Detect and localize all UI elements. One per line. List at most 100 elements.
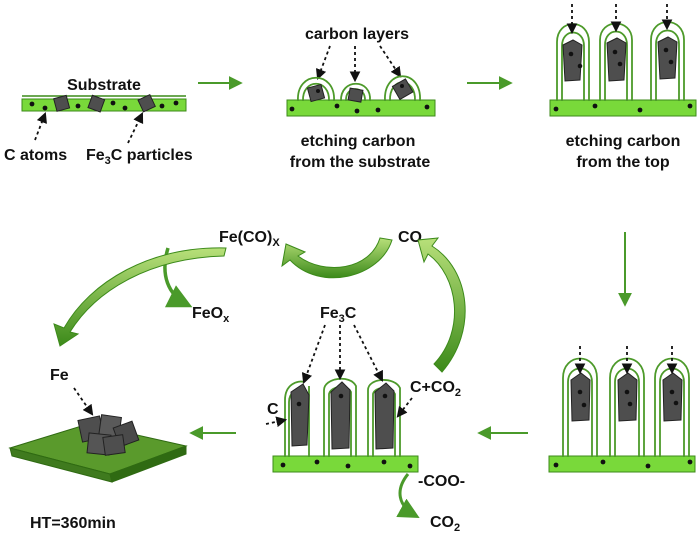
carbon-atom-dot — [668, 59, 674, 65]
substrate-label: Substrate — [67, 77, 141, 94]
carbon-atom-dot — [407, 463, 413, 469]
carbon-atom-dot — [577, 389, 583, 395]
carbon-atom-dot — [173, 100, 179, 106]
carbon-atom-dot — [612, 49, 618, 55]
fe3c-particle — [662, 372, 683, 422]
fe3c-particle — [306, 83, 326, 103]
carbon-atom-dot — [400, 84, 404, 88]
carbon-atom-dot — [316, 89, 320, 93]
panel-substrate: Substrate C atoms Fe3C particles — [4, 77, 193, 167]
fe3c-particle — [290, 383, 310, 447]
carbon-atom-dot — [592, 103, 598, 109]
carbon-layers-label: carbon layers — [305, 26, 409, 43]
carbon-atom-dot — [645, 463, 651, 469]
carbon-fiber-icon — [284, 380, 305, 457]
dotted-arrow-icon — [127, 112, 144, 144]
carbon-layer-dome — [302, 83, 330, 102]
etching-top-line2: from the top — [576, 154, 670, 171]
fe3c-particle — [137, 93, 156, 113]
curved-arrow-icon — [53, 247, 227, 347]
carbon-atom-dot — [381, 459, 387, 465]
curved-arrow-icon — [281, 237, 393, 279]
dotted-arrow-icon — [34, 111, 47, 141]
carbon-atom-dot — [581, 402, 587, 408]
dotted-arrow-icon — [265, 416, 288, 428]
carbon-atom-dot — [637, 107, 643, 113]
ht-label: HT=360min — [30, 515, 116, 532]
fe-co-x-label: Fe(CO)X — [219, 229, 280, 249]
fe3c-label: Fe3C — [320, 305, 357, 325]
panel-carbon-layers: carbon layers etching carbon from the su… — [286, 26, 436, 171]
carbon-atom-dot — [568, 51, 574, 57]
carbon-atom-dot — [280, 462, 286, 468]
substrate-layer — [272, 455, 419, 473]
carbon-atom-dot — [75, 103, 81, 109]
carbon-atom-dot — [553, 462, 559, 468]
fe3c-particle — [606, 37, 627, 82]
co-label: CO — [398, 229, 422, 246]
carbon-atom-dot — [375, 107, 381, 113]
fe3c-particles-label: Fe3C particles — [86, 147, 193, 167]
carbon-atom-dot — [600, 459, 606, 465]
substrate-layer — [548, 455, 696, 473]
c-co2-label: C+CO2 — [410, 379, 461, 399]
panel-fe-product: Fe HT=360min — [8, 367, 188, 532]
fe3c-particle — [53, 94, 71, 112]
substrate-layer — [549, 99, 697, 117]
fe3c-particle — [391, 78, 414, 101]
carbon-atom-dot — [122, 105, 128, 111]
carbon-atom-dot — [663, 47, 669, 53]
carbon-atom-dot — [338, 393, 344, 399]
co2-label: CO2 — [430, 514, 460, 534]
carbon-atom-dot — [296, 401, 302, 407]
panel-etched-fibers — [548, 346, 696, 473]
carbon-atom-dot — [669, 389, 675, 395]
carbon-atom-dot — [29, 101, 35, 107]
fe3c-particle — [570, 372, 591, 422]
c-label: C — [267, 401, 279, 418]
co-cycle: Fe(CO)X CO FeOx — [53, 229, 466, 373]
c-atoms-label: C atoms — [4, 147, 67, 164]
carbon-atom-dot — [42, 105, 48, 111]
fe3c-particle — [330, 381, 351, 450]
etching-substrate-line2: from the substrate — [290, 154, 431, 171]
carbon-atom-dot — [314, 459, 320, 465]
fe3c-particle — [374, 382, 395, 450]
carbon-atom-dot — [354, 108, 360, 114]
carbon-atom-dot — [553, 106, 559, 112]
fe-particle — [102, 434, 126, 456]
fe-label: Fe — [50, 367, 69, 384]
support-plate-side — [109, 445, 187, 483]
etching-top-line1: etching carbon — [566, 133, 681, 150]
etching-substrate-line1: etching carbon — [301, 133, 416, 150]
carbon-layer-dome — [297, 77, 335, 102]
carbon-atom-dot — [627, 401, 633, 407]
carbon-atom-dot — [382, 393, 388, 399]
feox-label: FeOx — [192, 305, 230, 325]
fe3c-particle — [87, 94, 106, 113]
carbon-atom-dot — [424, 104, 430, 110]
fe3c-particle — [347, 87, 364, 103]
fe3c-particle — [617, 372, 638, 422]
fe3c-particle — [657, 36, 678, 80]
carbon-atom-dot — [345, 463, 351, 469]
carbon-layer-dome — [340, 83, 371, 102]
carbon-atom-dot — [289, 106, 295, 112]
carbon-atom-dot — [110, 100, 116, 106]
carbon-fiber-icon — [655, 29, 680, 101]
curved-arrow-icon — [396, 473, 420, 519]
carbon-atom-dot — [577, 63, 583, 69]
carbon-atom-dot — [687, 459, 693, 465]
carbon-atom-dot — [617, 61, 623, 67]
dotted-arrow-icon — [73, 387, 94, 416]
carbon-layer-dome — [384, 75, 421, 102]
curved-arrow-icon — [417, 237, 466, 373]
dotted-arrow-icon — [301, 324, 326, 385]
panel-reaction: Fe3C C C+CO2 -COO- CO2 — [265, 305, 465, 534]
carbon-atom-dot — [673, 400, 679, 406]
carbon-atom-dot — [334, 103, 340, 109]
carbon-atom-dot — [624, 389, 630, 395]
dotted-arrow-icon — [353, 324, 383, 382]
dotted-arrow-icon — [396, 397, 413, 418]
dotted-arrow-icon — [379, 45, 402, 78]
